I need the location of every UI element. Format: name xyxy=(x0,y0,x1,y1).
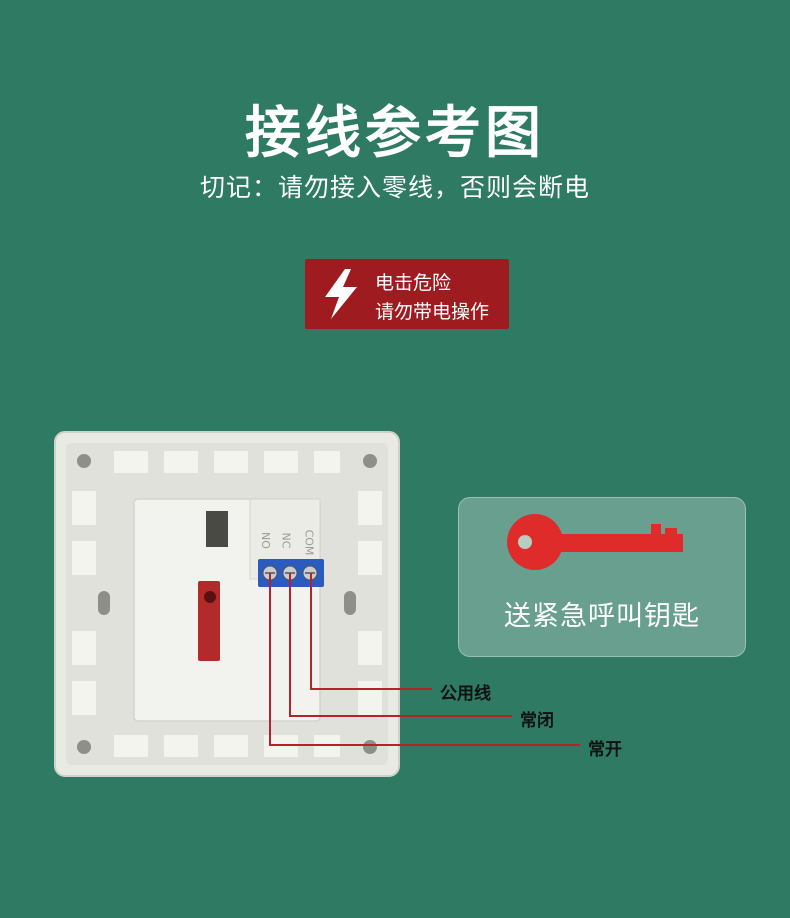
emergency-key-card: 送紧急呼叫钥匙 xyxy=(458,497,746,657)
wire-label-common: 公用线 xyxy=(440,684,491,704)
red-key-icon xyxy=(507,514,683,570)
wire-common xyxy=(310,573,432,690)
wire-label-normally-closed: 常闭 xyxy=(520,711,554,731)
page-title: 接线参考图 xyxy=(245,101,545,166)
switch-panel-back xyxy=(54,431,400,777)
electric-shock-warning-badge: 电击危险 请勿带电操作 xyxy=(305,259,509,329)
wire-label-normally-open: 常开 xyxy=(588,740,622,760)
lightning-bolt-icon xyxy=(325,269,357,319)
page-subtitle: 切记：请勿接入零线，否则会断电 xyxy=(199,173,590,202)
wire-normally-closed xyxy=(289,573,512,717)
wire-normally-open xyxy=(269,573,580,746)
key-card-label: 送紧急呼叫钥匙 xyxy=(504,601,700,632)
warning-line-2: 请勿带电操作 xyxy=(375,301,490,323)
warning-line-1: 电击危险 xyxy=(375,272,452,294)
